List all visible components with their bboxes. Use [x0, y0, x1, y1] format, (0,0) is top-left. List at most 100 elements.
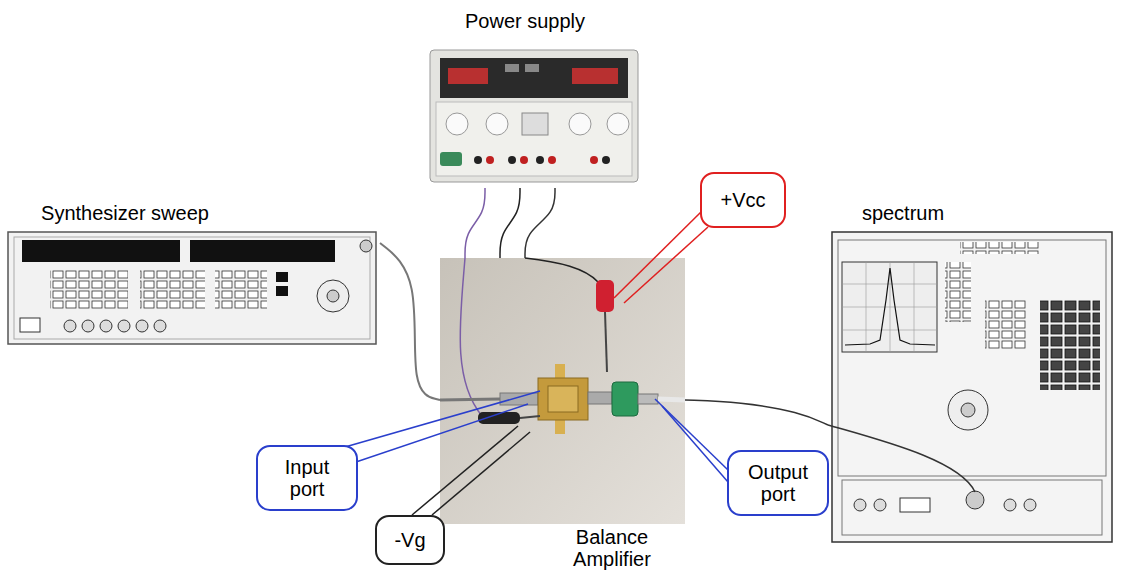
callout-box: +Vcc [700, 172, 786, 228]
instrument: Synthesizer sweep [5, 200, 380, 348]
leader-line-part [662, 406, 728, 482]
callout-label: Input port [267, 456, 347, 500]
power-supply-drawing-part [548, 156, 556, 164]
spectrum-analyzer-drawing-part [874, 499, 886, 511]
spectrum-analyzer-drawing-part [945, 262, 971, 322]
leader-line-part [412, 426, 518, 515]
power-supply-drawing-part [508, 156, 516, 164]
instrument-label: Balance Amplifier [557, 526, 667, 570]
synthesizer-drawing-part [50, 270, 128, 310]
cable [380, 243, 440, 400]
spectrum-analyzer-drawing-part [828, 425, 975, 492]
power-supply-drawing-part [569, 113, 591, 135]
power-supply-drawing-part [520, 156, 528, 164]
spectrum-analyzer-drawing-part [845, 268, 935, 345]
amplifier-photo-part [555, 364, 565, 378]
synthesizer-drawing-part [154, 320, 166, 332]
callout-box: -Vg [375, 515, 445, 565]
amplifier-photo-part [658, 399, 685, 400]
instrument-label: Synthesizer sweep [5, 202, 245, 224]
amplifier-photo-part [538, 378, 588, 420]
power-supply-drawing-part [446, 113, 468, 135]
cable [685, 400, 828, 425]
spectrum-analyzer-drawing-part [1024, 499, 1036, 511]
callout-box: Output port [727, 450, 829, 516]
power-supply-drawing-part [448, 68, 488, 84]
spectrum-analyzer-drawing-part [900, 498, 930, 512]
synthesizer-drawing-part [118, 320, 130, 332]
spectrum-analyzer-drawing-part [854, 499, 866, 511]
callout-label: +Vcc [720, 189, 765, 211]
spectrum-analyzer-drawing-part [961, 403, 975, 417]
leader-line [345, 210, 728, 515]
amplifier-photo-part [460, 258, 482, 416]
instrument-label: Power supply [405, 10, 645, 32]
instrument-label: spectrum [828, 202, 978, 224]
leader-line-part [345, 391, 540, 447]
cable-wire [685, 400, 828, 425]
synthesizer-drawing-part [82, 320, 94, 332]
synthesizer-drawing-part [276, 272, 288, 282]
amplifier-photo-part [440, 258, 685, 524]
synthesizer-drawing-part [327, 290, 339, 302]
power-supply-drawing-part [590, 156, 598, 164]
spectrum-analyzer-drawing-part [960, 242, 1040, 254]
synthesizer-drawing-part [276, 286, 288, 296]
amplifier-photo-part [596, 280, 614, 312]
synthesizer-drawing-part [8, 232, 376, 344]
instrument: Power supply [405, 6, 645, 188]
power-supply-drawing-part [525, 64, 539, 72]
power-supply-drawing-part [474, 156, 482, 164]
amplifier-photo-part [525, 258, 598, 282]
spectrum-analyzer-drawing-part [842, 480, 1102, 535]
power-supply-drawing-part [486, 156, 494, 164]
amplifier-photo [440, 258, 685, 524]
power-supply-drawing-part [440, 152, 462, 166]
synthesizer-drawing-part [14, 237, 370, 339]
power-supply-drawing-part [440, 58, 628, 98]
callout-label: -Vg [394, 529, 425, 551]
leader-line-part [624, 227, 708, 303]
callout-label: Output port [738, 461, 818, 505]
amplifier-photo-part [555, 420, 565, 434]
amplifier-photo-part [548, 386, 578, 412]
spectrum-analyzer-drawing-part [1004, 499, 1016, 511]
callout-box: Input port [256, 445, 358, 511]
amplifier-photo-part [605, 312, 607, 372]
spectrum-analyzer-drawing-part [1040, 300, 1100, 390]
cable [465, 188, 555, 258]
synthesizer-drawing-part [360, 240, 372, 252]
spectrum-analyzer-drawing-part [948, 390, 988, 430]
power-supply-drawing-part [536, 156, 544, 164]
synthesizer-drawing-part [215, 270, 267, 310]
synthesizer-drawing-part [317, 280, 349, 312]
spectrum-analyzer-drawing [828, 232, 1112, 542]
power-supply-drawing-part [430, 50, 638, 182]
amplifier-photo-part [520, 416, 540, 418]
leader-line-part [356, 404, 528, 462]
cable-wire [465, 188, 485, 258]
power-supply-drawing-part [607, 113, 629, 135]
amplifier-photo-part [612, 382, 638, 416]
spectrum-analyzer-drawing-part [966, 491, 984, 509]
power-supply-drawing-part [602, 156, 610, 164]
amplifier-photo-part [500, 393, 538, 405]
amplifier-photo-part [440, 399, 500, 400]
cable-wire [525, 188, 555, 258]
synthesizer-drawing [8, 232, 376, 344]
instrument: Balance Amplifier [440, 258, 685, 572]
spectrum-analyzer-drawing-part [842, 262, 937, 352]
synthesizer-drawing-part [64, 320, 76, 332]
synthesizer-drawing-part [22, 240, 180, 262]
power-supply-drawing-part [436, 102, 632, 176]
spectrum-analyzer-drawing-part [842, 262, 937, 352]
spectrum-analyzer-drawing-part [985, 300, 1027, 350]
spectrum-analyzer-drawing-part [838, 240, 1106, 476]
power-supply-drawing [430, 50, 638, 182]
synthesizer-drawing-part [20, 318, 40, 332]
instrument: spectrum [828, 198, 1118, 546]
synthesizer-drawing-part [136, 320, 148, 332]
power-supply-drawing-part [486, 113, 508, 135]
spectrum-analyzer-drawing-part [832, 232, 1112, 542]
